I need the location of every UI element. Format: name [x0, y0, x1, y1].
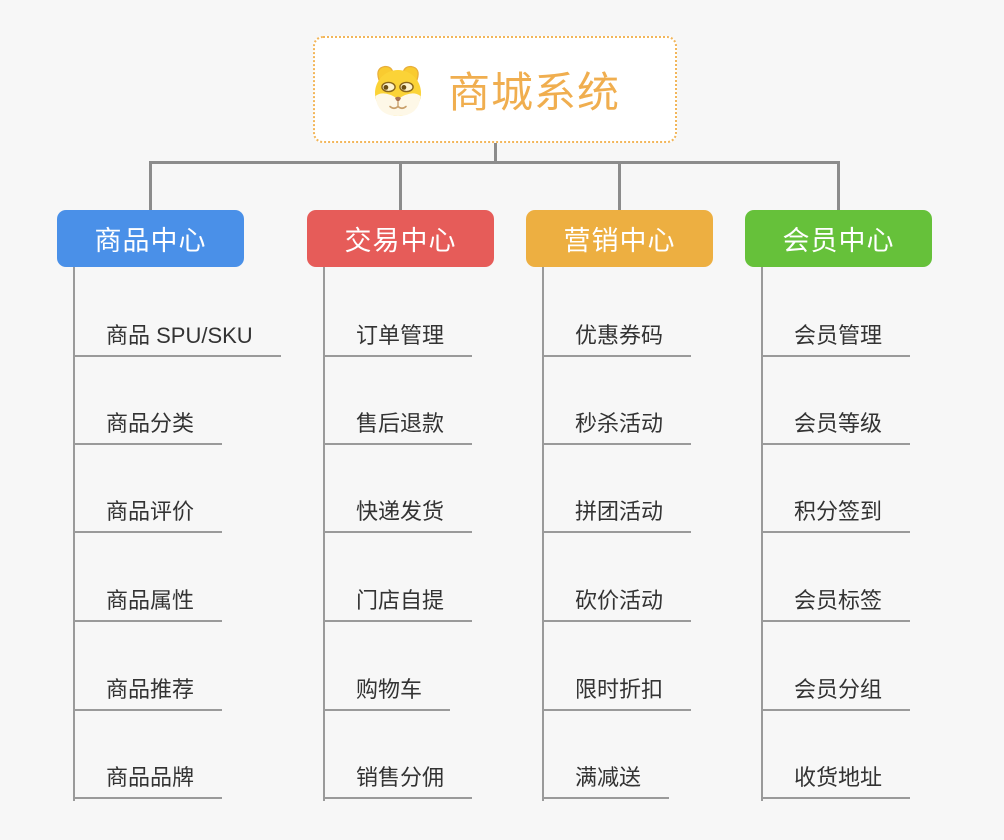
child-topic[interactable]: 商品属性: [73, 584, 223, 622]
child-topic[interactable]: 秒杀活动: [542, 407, 692, 445]
branch-label: 交易中心: [344, 226, 457, 256]
child-topic[interactable]: 会员标签: [761, 584, 911, 622]
connector-branch-stem: [618, 161, 621, 210]
child-topic[interactable]: 商品评价: [73, 495, 223, 533]
child-topic[interactable]: 会员管理: [761, 319, 911, 357]
child-topic[interactable]: 门店自提: [323, 584, 473, 622]
branch-spine-line: [542, 267, 544, 801]
root-title: 商城系统: [447, 69, 620, 116]
child-topic[interactable]: 收货地址: [761, 761, 911, 799]
branch-label: 商品中心: [94, 226, 207, 256]
child-topic[interactable]: 限时折扣: [542, 673, 692, 711]
child-topic[interactable]: 购物车: [323, 673, 451, 711]
connector-branch-stem: [399, 161, 402, 210]
child-topic[interactable]: 订单管理: [323, 319, 473, 357]
branch-spine-line: [323, 267, 325, 801]
branch-node[interactable]: 商品中心: [57, 210, 244, 267]
doge-icon: [370, 62, 426, 118]
branch-spine-line: [73, 267, 75, 801]
connector-horizontal-rail: [149, 161, 840, 164]
branch-label: 会员中心: [782, 226, 895, 256]
branch-node[interactable]: 会员中心: [745, 210, 932, 267]
child-topic[interactable]: 砍价活动: [542, 584, 692, 622]
child-topic[interactable]: 商品品牌: [73, 761, 223, 799]
branch-spine-line: [761, 267, 763, 801]
child-topic[interactable]: 拼团活动: [542, 495, 692, 533]
child-topic[interactable]: 满减送: [542, 761, 670, 799]
child-topic[interactable]: 积分签到: [761, 495, 911, 533]
child-topic[interactable]: 商品 SPU/SKU: [73, 319, 281, 357]
child-topic[interactable]: 售后退款: [323, 407, 473, 445]
child-topic[interactable]: 会员等级: [761, 407, 911, 445]
child-topic[interactable]: 销售分佣: [323, 761, 473, 799]
connector-branch-stem: [837, 161, 840, 210]
child-topic[interactable]: 快递发货: [323, 495, 473, 533]
child-topic[interactable]: 优惠券码: [542, 319, 692, 357]
connector-root-stem: [493, 143, 497, 164]
connector-branch-stem: [149, 161, 152, 210]
branch-node[interactable]: 交易中心: [307, 210, 494, 267]
root-node[interactable]: 商城系统: [313, 36, 677, 143]
branch-node[interactable]: 营销中心: [526, 210, 713, 267]
branch-label: 营销中心: [563, 226, 676, 256]
child-topic[interactable]: 商品推荐: [73, 673, 223, 711]
child-topic[interactable]: 会员分组: [761, 673, 911, 711]
child-topic[interactable]: 商品分类: [73, 407, 223, 445]
